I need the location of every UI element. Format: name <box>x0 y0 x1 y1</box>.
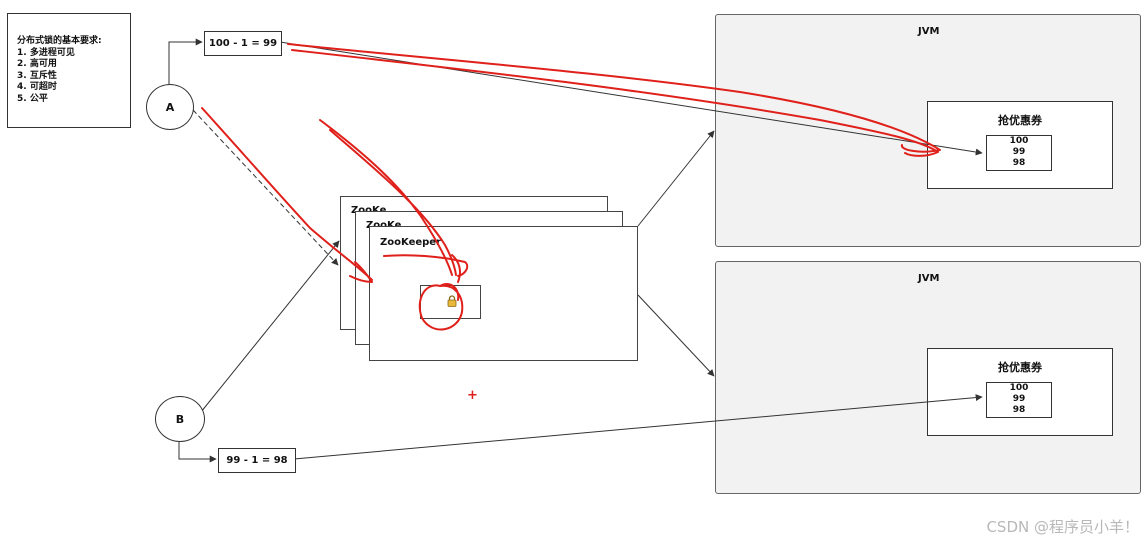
jvm-container-1: JVM 抢优惠券 100 99 98 <box>715 14 1141 247</box>
zookeeper-node-front: ZooKeeper <box>369 226 638 361</box>
coupon-service-title: 抢优惠券 <box>998 361 1042 374</box>
requirement-item: 1. 多进程可见 <box>17 47 75 58</box>
client-node-b: B <box>155 396 205 442</box>
jvm-container-2: JVM 抢优惠券 100 99 98 <box>715 261 1141 494</box>
connector-b-to-zookeeper <box>200 240 340 413</box>
requirements-title: 分布式锁的基本要求: <box>17 36 102 46</box>
stock-value: 98 <box>1012 405 1026 415</box>
requirement-item: 3. 互斥性 <box>17 70 57 81</box>
jvm-label: JVM <box>918 273 940 284</box>
connector-calc-b-to-stock <box>293 394 983 460</box>
annotation-circle-lock <box>418 282 464 331</box>
requirements-list: 1. 多进程可见 2. 高可用 3. 互斥性 4. 可超时 5. 公平 <box>17 48 130 106</box>
jvm-label: JVM <box>918 26 940 37</box>
client-label: B <box>175 412 185 426</box>
stock-value: 98 <box>1012 158 1026 168</box>
coupon-service: 抢优惠券 100 99 98 <box>927 101 1113 189</box>
annotation-stroke-top-2 <box>291 49 939 157</box>
zookeeper-back-label: ZooKe <box>351 205 386 216</box>
annotation-stroke-center <box>319 119 461 283</box>
annotation-plus-mark: + <box>467 388 478 403</box>
stock-box: 100 99 98 <box>986 382 1052 418</box>
zookeeper-label: ZooKeeper <box>380 237 442 248</box>
watermark: CSDN @程序员小羊！ <box>986 518 1139 536</box>
connector-b-to-calc <box>178 440 217 463</box>
client-node-a: A <box>146 84 194 130</box>
calc-text: 100 - 1 = 99 <box>208 38 278 49</box>
requirement-item: 4. 可超时 <box>17 82 57 92</box>
client-label: A <box>165 100 175 114</box>
calc-text: 99 - 1 = 98 <box>226 455 288 466</box>
annotation-stroke-left <box>201 107 373 283</box>
requirement-item: 5. 公平 <box>17 93 48 104</box>
calc-box-b: 99 - 1 = 98 <box>218 448 296 473</box>
coupon-service: 抢优惠券 100 99 98 <box>927 348 1113 436</box>
stock-value: 99 <box>1012 394 1026 404</box>
connector-calc-a-to-stock <box>279 41 983 156</box>
stock-value: 99 <box>1012 147 1026 157</box>
stock-value: 100 <box>1009 383 1029 393</box>
lock-icon <box>447 295 457 307</box>
connector-zk-to-jvm2 <box>637 294 715 377</box>
coupon-service-title: 抢优惠券 <box>998 114 1042 127</box>
connector-zk-to-jvm1 <box>637 130 715 227</box>
connector-a-to-calc <box>168 38 203 84</box>
requirements-box: 分布式锁的基本要求: 1. 多进程可见 2. 高可用 3. 互斥性 4. 可超时… <box>7 13 131 128</box>
calc-box-a: 100 - 1 = 99 <box>204 31 282 56</box>
connector-a-to-zookeeper <box>192 109 339 266</box>
stock-value: 100 <box>1009 136 1029 146</box>
annotation-stroke-zk <box>383 254 469 277</box>
requirement-item: 2. 高可用 <box>17 59 57 69</box>
zookeeper-middle-label: ZooKe <box>366 220 401 231</box>
stock-box: 100 99 98 <box>986 135 1052 171</box>
